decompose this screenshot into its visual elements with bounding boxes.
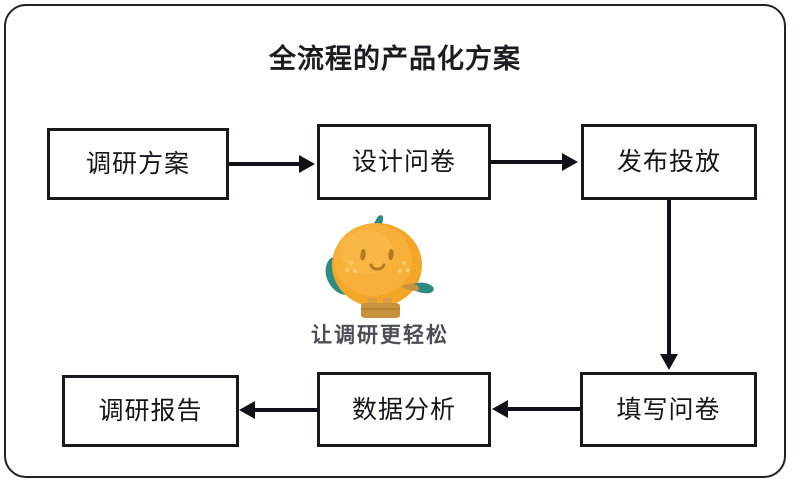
flow-node-publish-label: 发布投放	[616, 148, 721, 176]
connector-publish-to-fill-line	[667, 200, 671, 358]
connector-plan-to-design-line	[229, 162, 301, 166]
connector-fill-to-analysis-line	[508, 407, 580, 411]
flow-node-report[interactable]: 调研报告	[62, 375, 239, 447]
flow-node-fill[interactable]: 填写问卷	[580, 372, 757, 447]
page-title: 全流程的产品化方案	[269, 44, 521, 74]
flow-node-analysis-label: 数据分析	[351, 395, 456, 424]
flow-node-design[interactable]: 设计问卷	[317, 124, 491, 200]
connector-design-to-publish-line	[491, 160, 563, 164]
arrow-plan-to-design-icon	[299, 155, 315, 173]
flow-node-plan[interactable]: 调研方案	[47, 128, 229, 200]
flow-node-fill-label: 填写问卷	[616, 395, 721, 424]
arrow-publish-to-fill-icon	[660, 354, 678, 370]
arrow-fill-to-analysis-icon	[492, 400, 508, 418]
flow-node-publish[interactable]: 发布投放	[581, 124, 757, 200]
flow-node-analysis[interactable]: 数据分析	[317, 372, 491, 447]
arrow-design-to-publish-icon	[562, 153, 578, 171]
arrow-analysis-to-report-icon	[239, 401, 255, 419]
flow-node-design-label: 设计问卷	[351, 148, 456, 176]
brand-tagline: 让调研更轻松	[311, 324, 449, 347]
connector-analysis-to-report-line	[255, 408, 317, 412]
flow-node-report-label: 调研报告	[98, 397, 203, 425]
flow-node-plan-label: 调研方案	[85, 150, 190, 178]
orange-mascot-icon	[305, 212, 455, 324]
